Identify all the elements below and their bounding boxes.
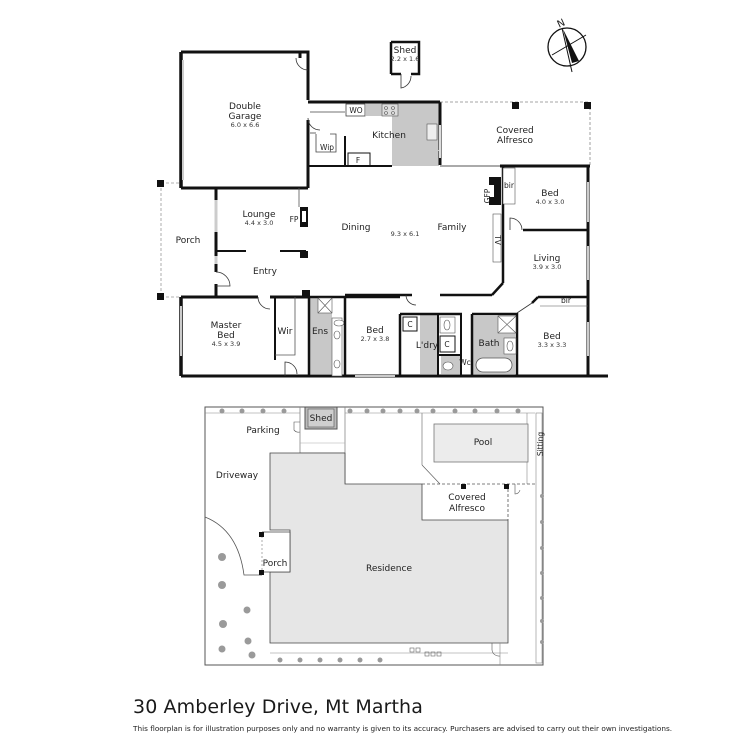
room-label-master-2: Bed bbox=[217, 331, 234, 341]
room-label-bed-2: Bed bbox=[543, 332, 560, 342]
laundry-floor bbox=[420, 314, 438, 374]
room-label-dining: Dining bbox=[341, 223, 370, 233]
pool bbox=[433, 423, 529, 463]
site-label-shed: Shed bbox=[310, 414, 333, 424]
room-label-kitchen: Kitchen bbox=[372, 131, 406, 141]
site-plan bbox=[204, 406, 544, 666]
room-dims-garage: 6.0 x 6.6 bbox=[231, 121, 260, 129]
room-label-wip: Wip bbox=[320, 143, 334, 152]
room-label-garage-1: Double bbox=[229, 102, 261, 112]
room-label-bath: Bath bbox=[479, 339, 500, 349]
room-label-ens: Ens bbox=[312, 327, 328, 337]
site-label-parking: Parking bbox=[246, 426, 279, 436]
room-label-tv: TV bbox=[493, 234, 502, 246]
site-label-driveway: Driveway bbox=[216, 471, 259, 481]
trees-driveway bbox=[218, 553, 256, 659]
ensuite-floor bbox=[310, 296, 332, 374]
room-label-family: Family bbox=[438, 223, 468, 233]
site-label-pool: Pool bbox=[474, 438, 493, 448]
room-label-bir-2: bir bbox=[561, 296, 572, 305]
room-label-bir-1: bir bbox=[504, 181, 515, 190]
site-labels: Shed Parking Driveway Pool Sitting Cover… bbox=[216, 414, 545, 574]
room-label-alfresco-1: Covered bbox=[496, 126, 533, 136]
compass-ring bbox=[547, 27, 587, 67]
north-arrow-icon bbox=[563, 29, 579, 63]
trees-right-column bbox=[540, 494, 544, 644]
room-label-laundry: L'dry bbox=[416, 341, 439, 351]
room-label-gfp: GFP bbox=[483, 188, 492, 203]
ensuite-basin-icon bbox=[333, 330, 341, 340]
front-door bbox=[215, 271, 231, 287]
site-porch bbox=[262, 531, 291, 573]
room-dims-living: 3.9 x 3.0 bbox=[533, 263, 562, 271]
site-label-alfresco-2: Alfresco bbox=[449, 504, 486, 514]
driveway-curve bbox=[204, 516, 262, 576]
property-address-title: 30 Amberley Drive, Mt Martha bbox=[133, 696, 423, 718]
room-label-c-1: C bbox=[407, 320, 412, 329]
room-label-fridge: F bbox=[356, 156, 360, 165]
room-dims-bed-3: 2.7 x 3.8 bbox=[361, 335, 390, 343]
room-dims-master: 4.5 x 3.9 bbox=[212, 340, 241, 348]
room-dims-bed-2: 3.3 x 3.3 bbox=[538, 341, 567, 349]
wc-toilet-icon bbox=[442, 361, 454, 371]
room-label-entry: Entry bbox=[253, 267, 278, 277]
site-label-alfresco-1: Covered bbox=[448, 493, 485, 503]
compass-north-label: N bbox=[556, 17, 567, 30]
room-label-porch: Porch bbox=[176, 236, 201, 246]
house-floorplan bbox=[157, 40, 608, 378]
site-label-sitting: Sitting bbox=[536, 432, 545, 457]
kitchen-sink-icon bbox=[426, 123, 438, 141]
room-label-lounge: Lounge bbox=[242, 210, 275, 220]
shed-outline bbox=[391, 40, 421, 76]
disclaimer-text: This floorplan is for illustration purpo… bbox=[133, 724, 673, 733]
floorplan-labels: Double Garage 6.0 x 6.6 Shed 2.2 x 1.6 K… bbox=[176, 46, 572, 367]
room-dims-dining-family: 9.3 x 6.1 bbox=[391, 230, 420, 238]
room-label-wir: Wir bbox=[278, 327, 293, 337]
compass-axis bbox=[561, 27, 573, 73]
bath-basin-icon bbox=[506, 340, 514, 352]
cooktop-icon bbox=[381, 103, 399, 117]
room-label-fp: FP bbox=[290, 215, 299, 224]
room-label-alfresco-2: Alfresco bbox=[497, 136, 534, 146]
room-label-bed-3: Bed bbox=[366, 326, 383, 336]
kitchen-bench-top bbox=[366, 103, 439, 116]
room-label-c-2: C bbox=[444, 340, 449, 349]
gas-fireplace bbox=[489, 177, 501, 205]
room-label-wo: WO bbox=[349, 106, 362, 115]
wall-oven bbox=[345, 103, 366, 117]
room-dims-shed: 2.2 x 1.6 bbox=[391, 55, 420, 63]
tv-unit bbox=[492, 213, 502, 263]
room-label-shed: Shed bbox=[394, 46, 417, 56]
room-label-garage-2: Garage bbox=[229, 112, 262, 122]
residence-footprint bbox=[269, 452, 509, 644]
site-boundary bbox=[204, 406, 544, 666]
compass: N bbox=[547, 17, 587, 73]
ensuite-toilet-icon bbox=[333, 319, 345, 327]
garage-side-door bbox=[295, 57, 309, 71]
room-label-wc: Wc bbox=[459, 358, 471, 367]
room-label-master-1: Master bbox=[211, 321, 242, 331]
room-label-bed-1: Bed bbox=[541, 189, 558, 199]
trees-top-row bbox=[219, 408, 521, 414]
room-dims-lounge: 4.4 x 3.0 bbox=[245, 219, 274, 227]
room-label-living: Living bbox=[534, 254, 561, 264]
room-dims-bed-1: 4.0 x 3.0 bbox=[536, 198, 565, 206]
bathtub-icon bbox=[475, 357, 513, 373]
site-label-residence: Residence bbox=[366, 564, 412, 574]
site-label-porch: Porch bbox=[263, 559, 288, 569]
